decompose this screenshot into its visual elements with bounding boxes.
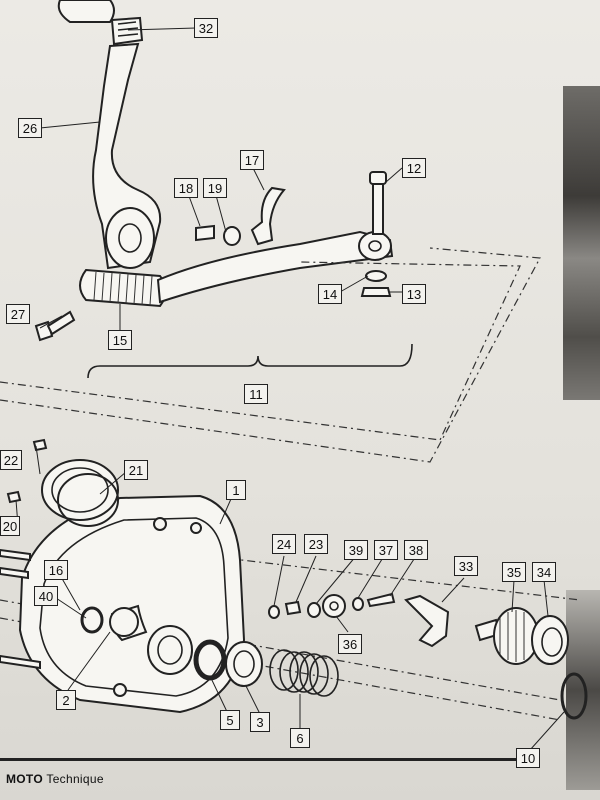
ring-3 bbox=[225, 641, 263, 687]
pin-18 bbox=[195, 224, 215, 242]
callout-33: 33 bbox=[454, 556, 478, 576]
callout-3: 3 bbox=[250, 712, 270, 732]
page-footer: MOTO Technique bbox=[0, 754, 600, 800]
callout-26: 26 bbox=[18, 118, 42, 138]
callout-17: 17 bbox=[240, 150, 264, 170]
callout-20: 20 bbox=[0, 516, 20, 536]
footer-brand: MOTO bbox=[6, 772, 43, 786]
callout-34: 34 bbox=[532, 562, 556, 582]
callout-38: 38 bbox=[404, 540, 428, 560]
lever-arm bbox=[156, 230, 394, 304]
washer-36 bbox=[322, 594, 346, 618]
callout-5: 5 bbox=[220, 710, 240, 730]
nut-13 bbox=[360, 287, 392, 297]
spring-6 bbox=[269, 649, 339, 697]
photo-strip-right-lower bbox=[566, 590, 600, 790]
bracket-11 bbox=[87, 343, 413, 379]
callout-1: 1 bbox=[226, 480, 246, 500]
bolt-38 bbox=[366, 592, 396, 608]
callout-21: 21 bbox=[124, 460, 148, 480]
callout-27: 27 bbox=[6, 304, 30, 324]
callout-19: 19 bbox=[203, 178, 227, 198]
circlip-10 bbox=[560, 672, 588, 720]
washer-19 bbox=[223, 226, 241, 246]
callout-23: 23 bbox=[304, 534, 328, 554]
footrest-rubber bbox=[79, 268, 167, 308]
callout-40: 40 bbox=[34, 586, 58, 606]
callout-39: 39 bbox=[344, 540, 368, 560]
callout-16: 16 bbox=[44, 560, 68, 580]
callout-37: 37 bbox=[374, 540, 398, 560]
oring-21 bbox=[57, 473, 119, 527]
gasket-20 bbox=[41, 459, 119, 521]
footer-publication: MOTO Technique bbox=[6, 772, 104, 786]
callout-32: 32 bbox=[194, 18, 218, 38]
callout-12: 12 bbox=[402, 158, 426, 178]
footer-subtitle: Technique bbox=[46, 772, 104, 786]
callout-24: 24 bbox=[272, 534, 296, 554]
callout-22: 22 bbox=[0, 450, 22, 470]
callout-14: 14 bbox=[318, 284, 342, 304]
clamp-bolt bbox=[369, 171, 387, 185]
footer-rule bbox=[0, 758, 540, 761]
callout-10: 10 bbox=[516, 748, 540, 768]
pivot-shaft bbox=[110, 16, 144, 46]
pawl-33 bbox=[404, 594, 450, 648]
callout-11: 11 bbox=[244, 384, 268, 404]
lever-boss bbox=[105, 207, 155, 269]
screw-23 bbox=[284, 600, 302, 616]
callout-35: 35 bbox=[502, 562, 526, 582]
callout-2: 2 bbox=[56, 690, 76, 710]
shaft-left bbox=[0, 548, 31, 562]
washer-24 bbox=[268, 605, 280, 619]
pawl-17 bbox=[250, 186, 286, 246]
bearing bbox=[147, 625, 193, 675]
top-spring bbox=[57, 0, 115, 23]
screw-22 bbox=[32, 438, 48, 452]
photo-strip-right bbox=[563, 86, 600, 400]
callout-13: 13 bbox=[402, 284, 426, 304]
washer-39 bbox=[307, 602, 321, 618]
callout-6: 6 bbox=[290, 728, 310, 748]
washer-14 bbox=[365, 270, 387, 282]
washer-37 bbox=[352, 597, 364, 611]
oring-40 bbox=[80, 606, 104, 634]
callout-36: 36 bbox=[338, 634, 362, 654]
oring-5 bbox=[193, 639, 227, 681]
callout-18: 18 bbox=[174, 178, 198, 198]
callout-15: 15 bbox=[108, 330, 132, 350]
clamp-eye bbox=[358, 231, 392, 261]
